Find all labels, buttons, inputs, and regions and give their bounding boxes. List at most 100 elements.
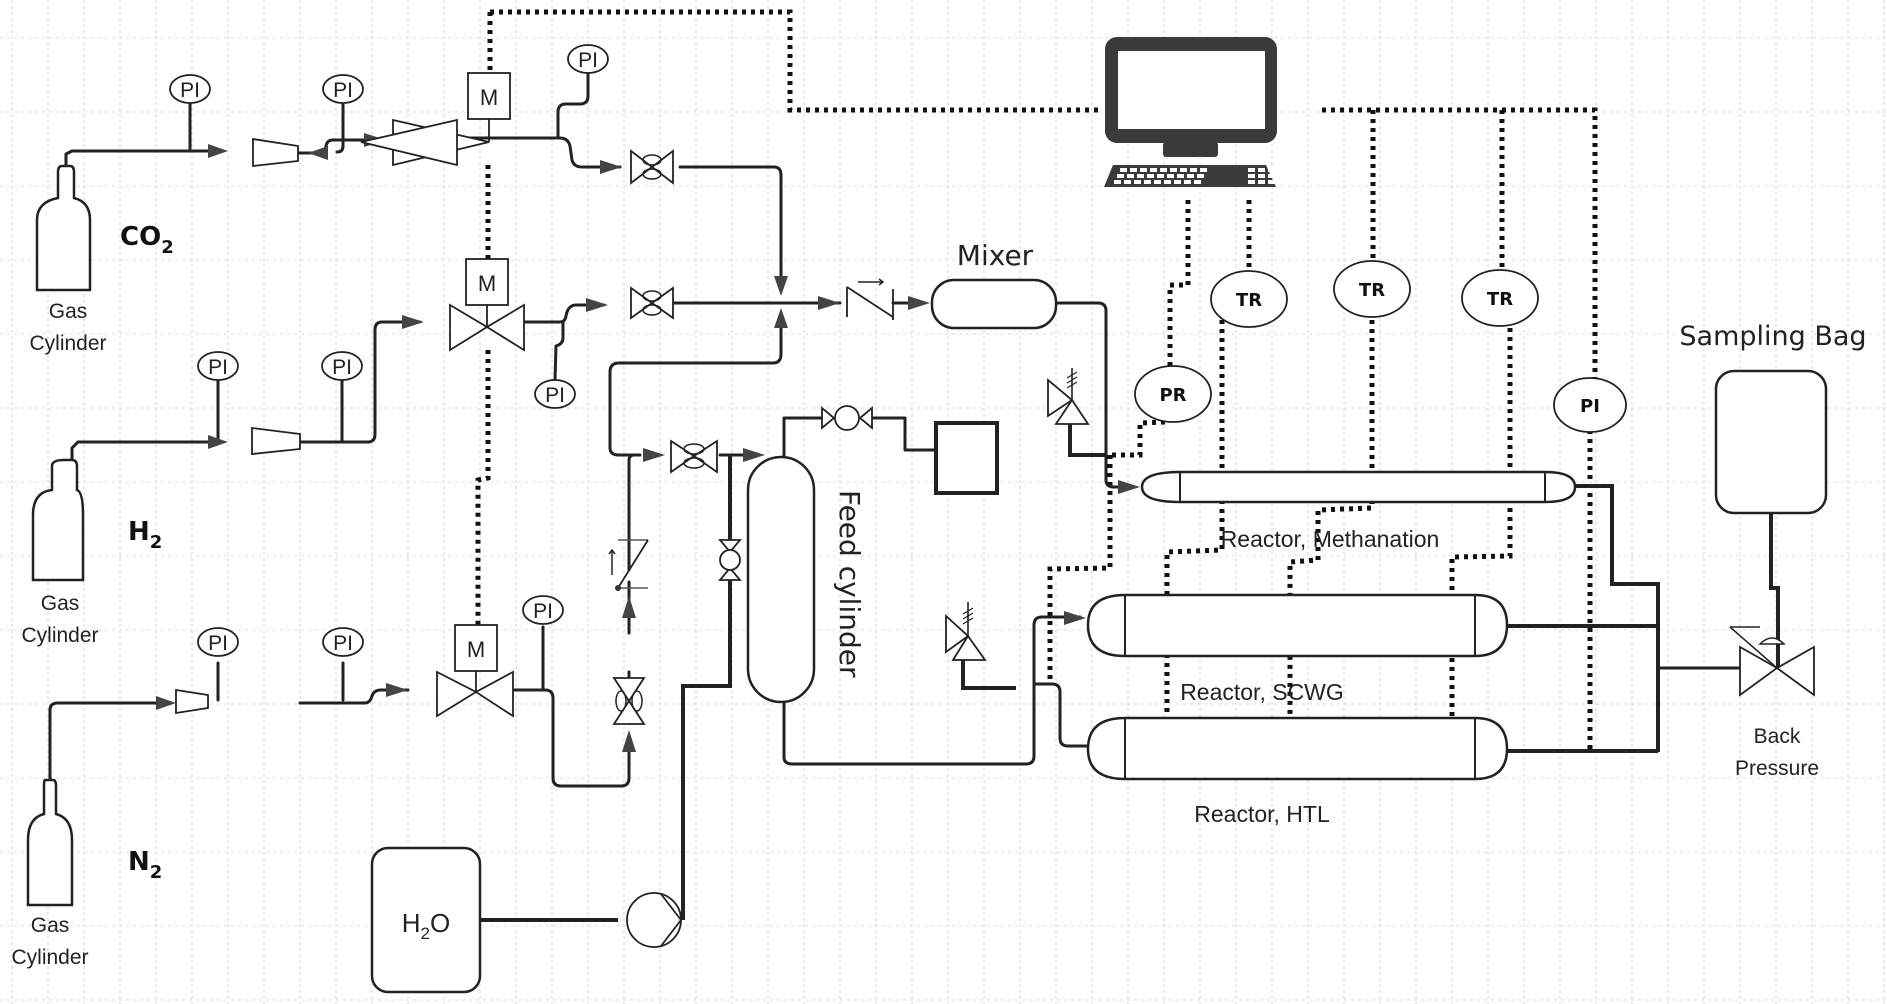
sampling-bag: Sampling Bag	[1679, 321, 1867, 515]
pipe-safety-1	[1068, 423, 1106, 457]
keyboard-key	[1248, 168, 1255, 172]
svg-text:PI: PI	[208, 632, 228, 655]
svg-text:M[interactable]: M	[478, 271, 496, 296]
svg-text:TR: TR	[1359, 280, 1385, 301]
arrow-co2-4	[600, 160, 622, 174]
check-valve-icon[interactable]	[846, 278, 894, 320]
keyboard-key	[1190, 168, 1197, 172]
gas-cylinder-icon	[26, 778, 74, 907]
pi-n2-3: PI	[522, 595, 564, 625]
h2-formula: H2	[128, 517, 162, 553]
keyboard-key	[1114, 180, 1121, 184]
keyboard-key	[1177, 174, 1184, 178]
motor-box[interactable]	[454, 624, 498, 672]
arrow-co2-2	[308, 146, 328, 160]
back-pressure-valve-icon[interactable]: Back Pressure	[1729, 626, 1819, 780]
svg-text:PI: PI	[180, 79, 200, 102]
arrow-to-mixer	[908, 296, 930, 310]
pi-h2-1: PI	[197, 351, 239, 381]
pipe-n2-after-reducer	[298, 688, 410, 705]
keyboard-key	[1268, 168, 1275, 172]
pressure-indicators: PI PI PI PI PI PI PI PI PI	[169, 44, 609, 657]
pressure-reducer-icon	[251, 426, 301, 455]
pipe-co2-pi2	[335, 101, 345, 154]
reactor-scwg-label: Reactor, SCWG	[1180, 679, 1344, 705]
svg-text:PI: PI	[208, 356, 228, 379]
water-label: H2O	[402, 908, 450, 943]
keyboard-key	[1187, 174, 1194, 178]
n2-cylinder-label-2: Cylinder	[11, 946, 88, 969]
arrow-bypass-up	[774, 308, 788, 328]
pi-co2-2: PI	[322, 74, 364, 104]
keyboard-key	[1147, 174, 1154, 178]
needle-valve-icon[interactable]	[612, 677, 646, 725]
needle-valve-icon[interactable]	[630, 149, 674, 185]
pi-co2-1: PI	[169, 74, 211, 104]
keyboard-key	[1174, 180, 1181, 184]
pi-right-bubble: PI	[1553, 377, 1627, 433]
pressure-reducers	[175, 137, 301, 715]
back-pressure-label-2[interactable]: Pressure	[1735, 757, 1819, 780]
needle-valve-icon[interactable]	[670, 439, 718, 474]
pipe-h2-after-reducer	[298, 320, 422, 444]
svg-text:TR: TR	[1487, 289, 1513, 310]
reactor-vessel	[1086, 593, 1509, 658]
svg-text:PI: PI	[578, 49, 598, 72]
keyboard-key	[1248, 180, 1255, 184]
keyboard-key	[1258, 174, 1265, 178]
keyboard-key	[1157, 174, 1164, 178]
pump-icon	[626, 892, 682, 948]
svg-text:M[interactable]: M	[467, 637, 485, 662]
pipe-mixer-outlet	[1053, 301, 1132, 489]
keyboard-key	[1137, 174, 1144, 178]
reactor-scwg: Reactor, SCWG	[1086, 593, 1509, 705]
mixer-label: Mixer	[957, 239, 1034, 272]
pi-h2-2: PI	[321, 351, 363, 381]
ball-valves[interactable]	[718, 405, 873, 581]
motorized-valve-n2[interactable]: M	[436, 624, 514, 718]
keyboard-key	[1117, 174, 1124, 178]
co2-formula: CO2	[120, 222, 174, 258]
reactor-methanation: Reactor, Methanation	[1140, 470, 1577, 552]
h2-gas-cylinder: H2 Gas Cylinder	[21, 458, 162, 647]
motorized-valve-h2[interactable]: M	[449, 258, 525, 352]
check-valve-icon[interactable]	[608, 539, 649, 591]
pi-h2-3: PI	[534, 379, 576, 409]
motorized-valve-icon[interactable]	[436, 670, 478, 718]
ball-valve-icon[interactable]	[718, 539, 742, 581]
sampling-bag-label: Sampling Bag	[1679, 321, 1866, 352]
pi-n2-1: PI	[197, 627, 239, 657]
arrow-co2-1	[208, 144, 228, 158]
keyboard-key	[1194, 180, 1201, 184]
back-pressure-label-1[interactable]: Back	[1754, 725, 1801, 748]
pi-co2-3: PI	[567, 44, 609, 74]
computer-icon[interactable]	[1104, 37, 1277, 187]
co2-cylinder-label-2: Cylinder	[29, 332, 106, 355]
motorized-valve-icon[interactable]	[449, 303, 489, 352]
tr-bubble-2: TR	[1333, 260, 1411, 318]
recorders: PR TR TR TR PI	[1134, 260, 1627, 433]
water-tank	[370, 846, 482, 994]
ball-valve-icon[interactable]	[821, 405, 873, 431]
keyboard-key	[1120, 168, 1127, 172]
safety-relief-valve-icon	[945, 602, 987, 661]
motorized-valve-co2[interactable]: M	[360, 72, 511, 167]
keyboard-key	[1144, 180, 1151, 184]
needle-valve-icon[interactable]	[630, 286, 674, 320]
pipe-methanation-out	[1570, 484, 1660, 752]
svg-text:M[interactable]: M	[480, 85, 498, 110]
keyboard-key	[1170, 168, 1177, 172]
signal-lines	[475, 9, 1598, 780]
safety-relief-valves	[945, 368, 1090, 661]
check-valves[interactable]	[608, 278, 894, 591]
signal-line-pr-top	[1167, 200, 1191, 366]
reactor-methanation-label: Reactor, Methanation	[1221, 526, 1440, 552]
arrow-n2-up-1	[622, 730, 636, 752]
needle-valves[interactable]	[612, 149, 718, 725]
n2-cylinder-label-1: Gas	[31, 914, 70, 937]
feed-cylinder: Feed cylinder	[746, 455, 866, 704]
keyboard-key	[1150, 168, 1157, 172]
tr-bubble-3: TR	[1461, 269, 1539, 327]
